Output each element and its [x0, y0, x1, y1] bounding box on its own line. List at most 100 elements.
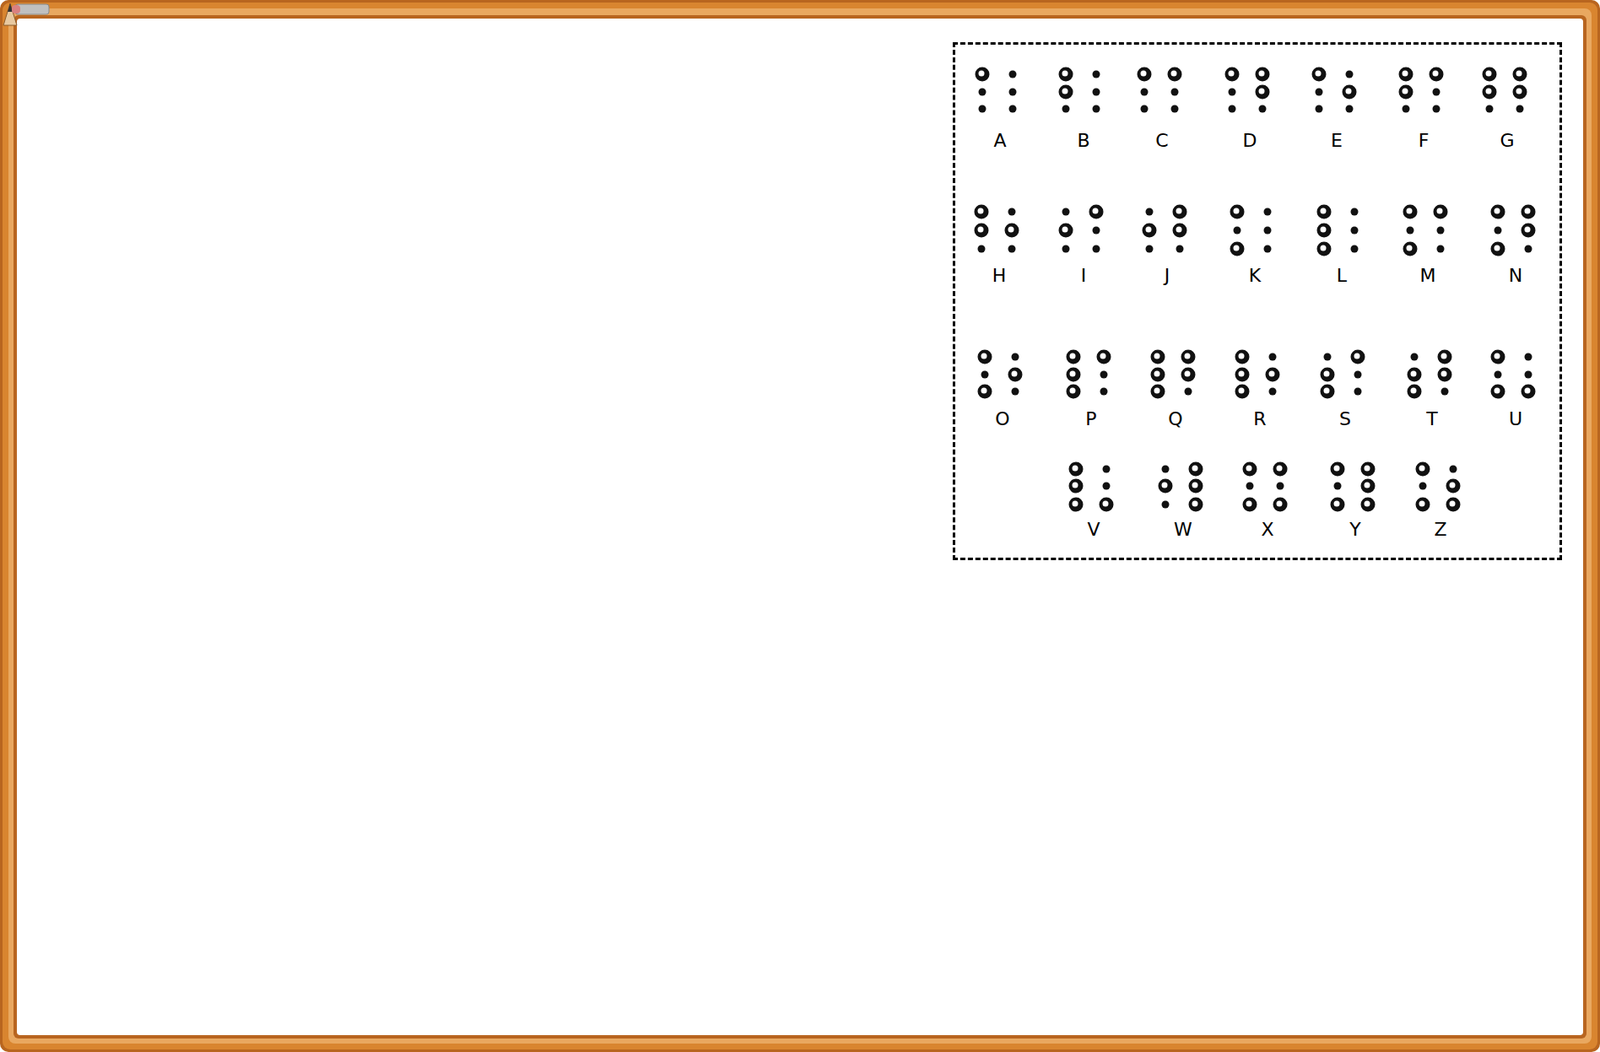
flat-dot: [1437, 227, 1445, 235]
flat-dot: [1233, 227, 1242, 235]
flat-dot: [1171, 105, 1179, 114]
dot-highlight: [1364, 482, 1371, 489]
flat-dot: [1437, 245, 1445, 254]
dot-highlight: [1238, 388, 1245, 395]
raised-dot: [1181, 367, 1196, 383]
raised-dot: [1059, 223, 1074, 238]
letter-label: R: [1253, 410, 1266, 429]
dot-highlight: [1410, 371, 1417, 378]
flat-dot: [1092, 245, 1101, 254]
flat-dot: [1092, 88, 1101, 97]
braille-chart-box: ABCDEFGHIJKLMNOPQRSTUVWXYZ: [952, 42, 1563, 561]
flat-dot: [1449, 465, 1458, 474]
raised-dot: [1330, 462, 1346, 477]
letter-label: C: [1155, 131, 1168, 151]
raised-dot: [1235, 367, 1250, 383]
dot-highlight: [1246, 501, 1253, 508]
raised-dot: [978, 384, 993, 400]
flat-dot: [1402, 105, 1411, 114]
dot-highlight: [1184, 371, 1191, 378]
flat-dot: [1351, 227, 1359, 235]
flat-dot: [1228, 88, 1237, 97]
dot-highlight: [1315, 70, 1322, 77]
raised-dot: [1235, 384, 1250, 400]
dot-highlight: [1320, 227, 1327, 233]
flat-dot: [1009, 105, 1017, 114]
raised-dot: [1069, 462, 1084, 477]
raised-dot: [1172, 205, 1188, 220]
letter-label: M: [1420, 266, 1437, 286]
raised-dot: [1158, 479, 1173, 494]
raised-dot: [1273, 497, 1288, 513]
dot-highlight: [1494, 388, 1501, 395]
dot-highlight: [1102, 501, 1109, 508]
raised-dot: [1399, 67, 1414, 82]
raised-dot: [1407, 384, 1422, 400]
flat-dot: [1009, 70, 1017, 79]
dot-highlight: [1324, 388, 1330, 395]
raised-dot: [1437, 350, 1453, 365]
raised-dot: [1137, 67, 1152, 82]
raised-dot: [1521, 205, 1536, 220]
dot-highlight: [1494, 353, 1501, 360]
raised-dot: [1342, 85, 1357, 100]
dot-highlight: [1011, 371, 1018, 378]
letter-label: T: [1426, 410, 1438, 429]
dot-highlight: [1334, 501, 1341, 508]
dot-highlight: [1192, 501, 1199, 508]
flat-dot: [1494, 371, 1503, 379]
flat-dot: [1264, 227, 1272, 235]
flat-dot: [1162, 501, 1170, 509]
letter-label: K: [1248, 266, 1261, 286]
raised-dot: [1069, 479, 1084, 494]
raised-dot: [1008, 367, 1023, 383]
raised-dot: [1521, 384, 1536, 400]
flat-dot: [1092, 227, 1101, 235]
letter-label: V: [1086, 520, 1100, 540]
raised-dot: [974, 205, 990, 220]
letter-label: J: [1164, 266, 1171, 286]
dot-highlight: [1486, 88, 1492, 95]
flat-dot: [1259, 105, 1267, 114]
flat-dot: [1264, 208, 1272, 217]
raised-dot: [1235, 350, 1250, 365]
raised-dot: [1255, 85, 1271, 100]
flat-dot: [1324, 353, 1332, 362]
raised-dot: [1320, 384, 1336, 400]
letter-label: N: [1508, 266, 1523, 286]
flat-dot: [1441, 388, 1449, 396]
flat-dot: [1184, 388, 1193, 396]
flat-dot: [1351, 245, 1359, 254]
dot-highlight: [1176, 208, 1183, 215]
raised-dot: [1255, 67, 1271, 82]
dot-highlight: [1486, 70, 1492, 77]
flat-dot: [1246, 482, 1255, 491]
flat-dot: [1345, 70, 1354, 79]
flat-dot: [1062, 245, 1071, 254]
flat-dot: [1419, 482, 1428, 491]
dot-highlight: [1524, 208, 1531, 215]
dot-highlight: [1072, 501, 1079, 508]
dot-highlight: [1154, 388, 1161, 395]
raised-dot: [1317, 223, 1332, 238]
board-ground: [16, 18, 1584, 1036]
flat-dot: [1176, 245, 1184, 254]
dot-highlight: [1320, 208, 1327, 215]
raised-dot: [1513, 67, 1528, 82]
raised-dot: [1482, 67, 1498, 82]
letter-label: L: [1336, 266, 1347, 286]
raised-dot: [1513, 85, 1528, 100]
raised-dot: [1066, 384, 1082, 400]
letter-label: P: [1085, 410, 1097, 429]
dot-highlight: [981, 388, 988, 395]
flat-dot: [1102, 482, 1111, 491]
dot-highlight: [1276, 501, 1283, 508]
flat-dot: [1011, 388, 1020, 396]
dot-highlight: [1246, 465, 1253, 472]
flat-dot: [1432, 105, 1441, 114]
flat-dot: [1524, 245, 1533, 254]
raised-dot: [1407, 367, 1422, 383]
letter-label: A: [993, 131, 1006, 151]
raised-dot: [1265, 367, 1281, 383]
